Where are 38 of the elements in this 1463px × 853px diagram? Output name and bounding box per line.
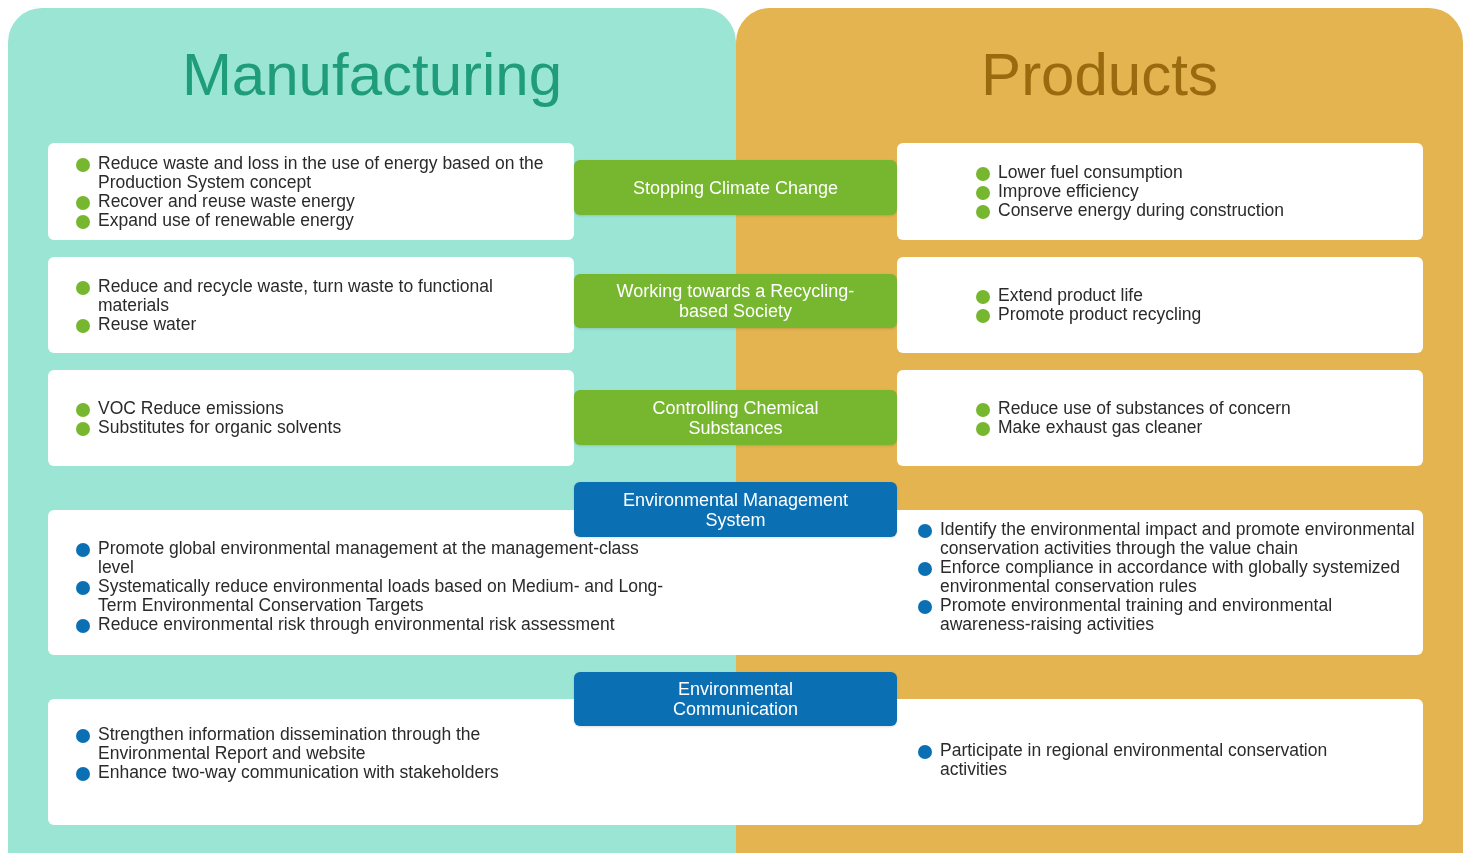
bullet-text: Identify the environmental impact and promote environmental conservation activities through the value chain — [940, 520, 1416, 558]
content-card — [48, 257, 574, 353]
bullet-text: Reduce and recycle waste, turn waste to functional materials — [98, 276, 494, 315]
bullet-text: Lower fuel consumption — [998, 163, 1183, 182]
bullet-text: Promote environmental training and environmental awareness-raising activities — [940, 596, 1334, 634]
bullet-text: Substitutes for organic solvents — [98, 418, 342, 437]
bullet-text: Reduce environmental risk through environmental risk assessment — [98, 615, 615, 634]
content-card — [897, 257, 1423, 353]
bullet-text: Participate in regional environmental conservation activities — [940, 741, 1329, 779]
bullet-text: Systematically reduce environmental loads based on Medium- and Long-Term Environmental Conservation Targets — [98, 577, 665, 615]
bullet-text: Enhance two-way communication with stakeholders — [98, 763, 499, 782]
bullet-text: Strengthen information dissemination through the Environmental Report and website — [98, 725, 482, 763]
bullet-text: Make exhaust gas cleaner — [998, 418, 1203, 437]
content-card — [48, 699, 1423, 825]
content-card — [897, 370, 1423, 466]
bullet-text: Reduce waste and loss in the use of energy based on the Production System concept — [98, 153, 545, 192]
content-card — [48, 510, 1423, 655]
bullet-text: Expand use of renewable energy — [98, 210, 354, 230]
bullet-text: Extend product life — [998, 286, 1143, 305]
panel-title: Manufacturing — [180, 40, 564, 110]
bullet-text: Reduce use of substances of concern — [998, 399, 1291, 418]
content-card — [48, 143, 574, 240]
bullet-text: Promote product recycling — [998, 305, 1202, 324]
bullet-text: Reuse water — [98, 314, 197, 334]
topic-label: Working towards a Recycling-based Society — [574, 274, 897, 328]
bullet-text: Improve efficiency — [998, 182, 1139, 201]
bullet-text: Conserve energy during construction — [998, 201, 1284, 220]
bullet-text: VOC Reduce emissions — [98, 399, 284, 418]
topic-label: Controlling Chemical Substances — [574, 390, 897, 445]
panel-title: Products — [980, 40, 1219, 110]
content-card — [897, 143, 1423, 240]
topic-label: Environmental Management System — [574, 482, 897, 537]
topic-label: Stopping Climate Change — [574, 160, 897, 215]
topic-label: Environmental Communication — [574, 672, 897, 726]
bullet-text: Enforce compliance in accordance with globally systemized environmental conservation rules — [940, 558, 1402, 596]
bullet-text: Promote global environmental management at the management-class level — [98, 539, 640, 577]
bullet-text: Recover and reuse waste energy — [98, 191, 355, 211]
content-card — [48, 370, 574, 466]
